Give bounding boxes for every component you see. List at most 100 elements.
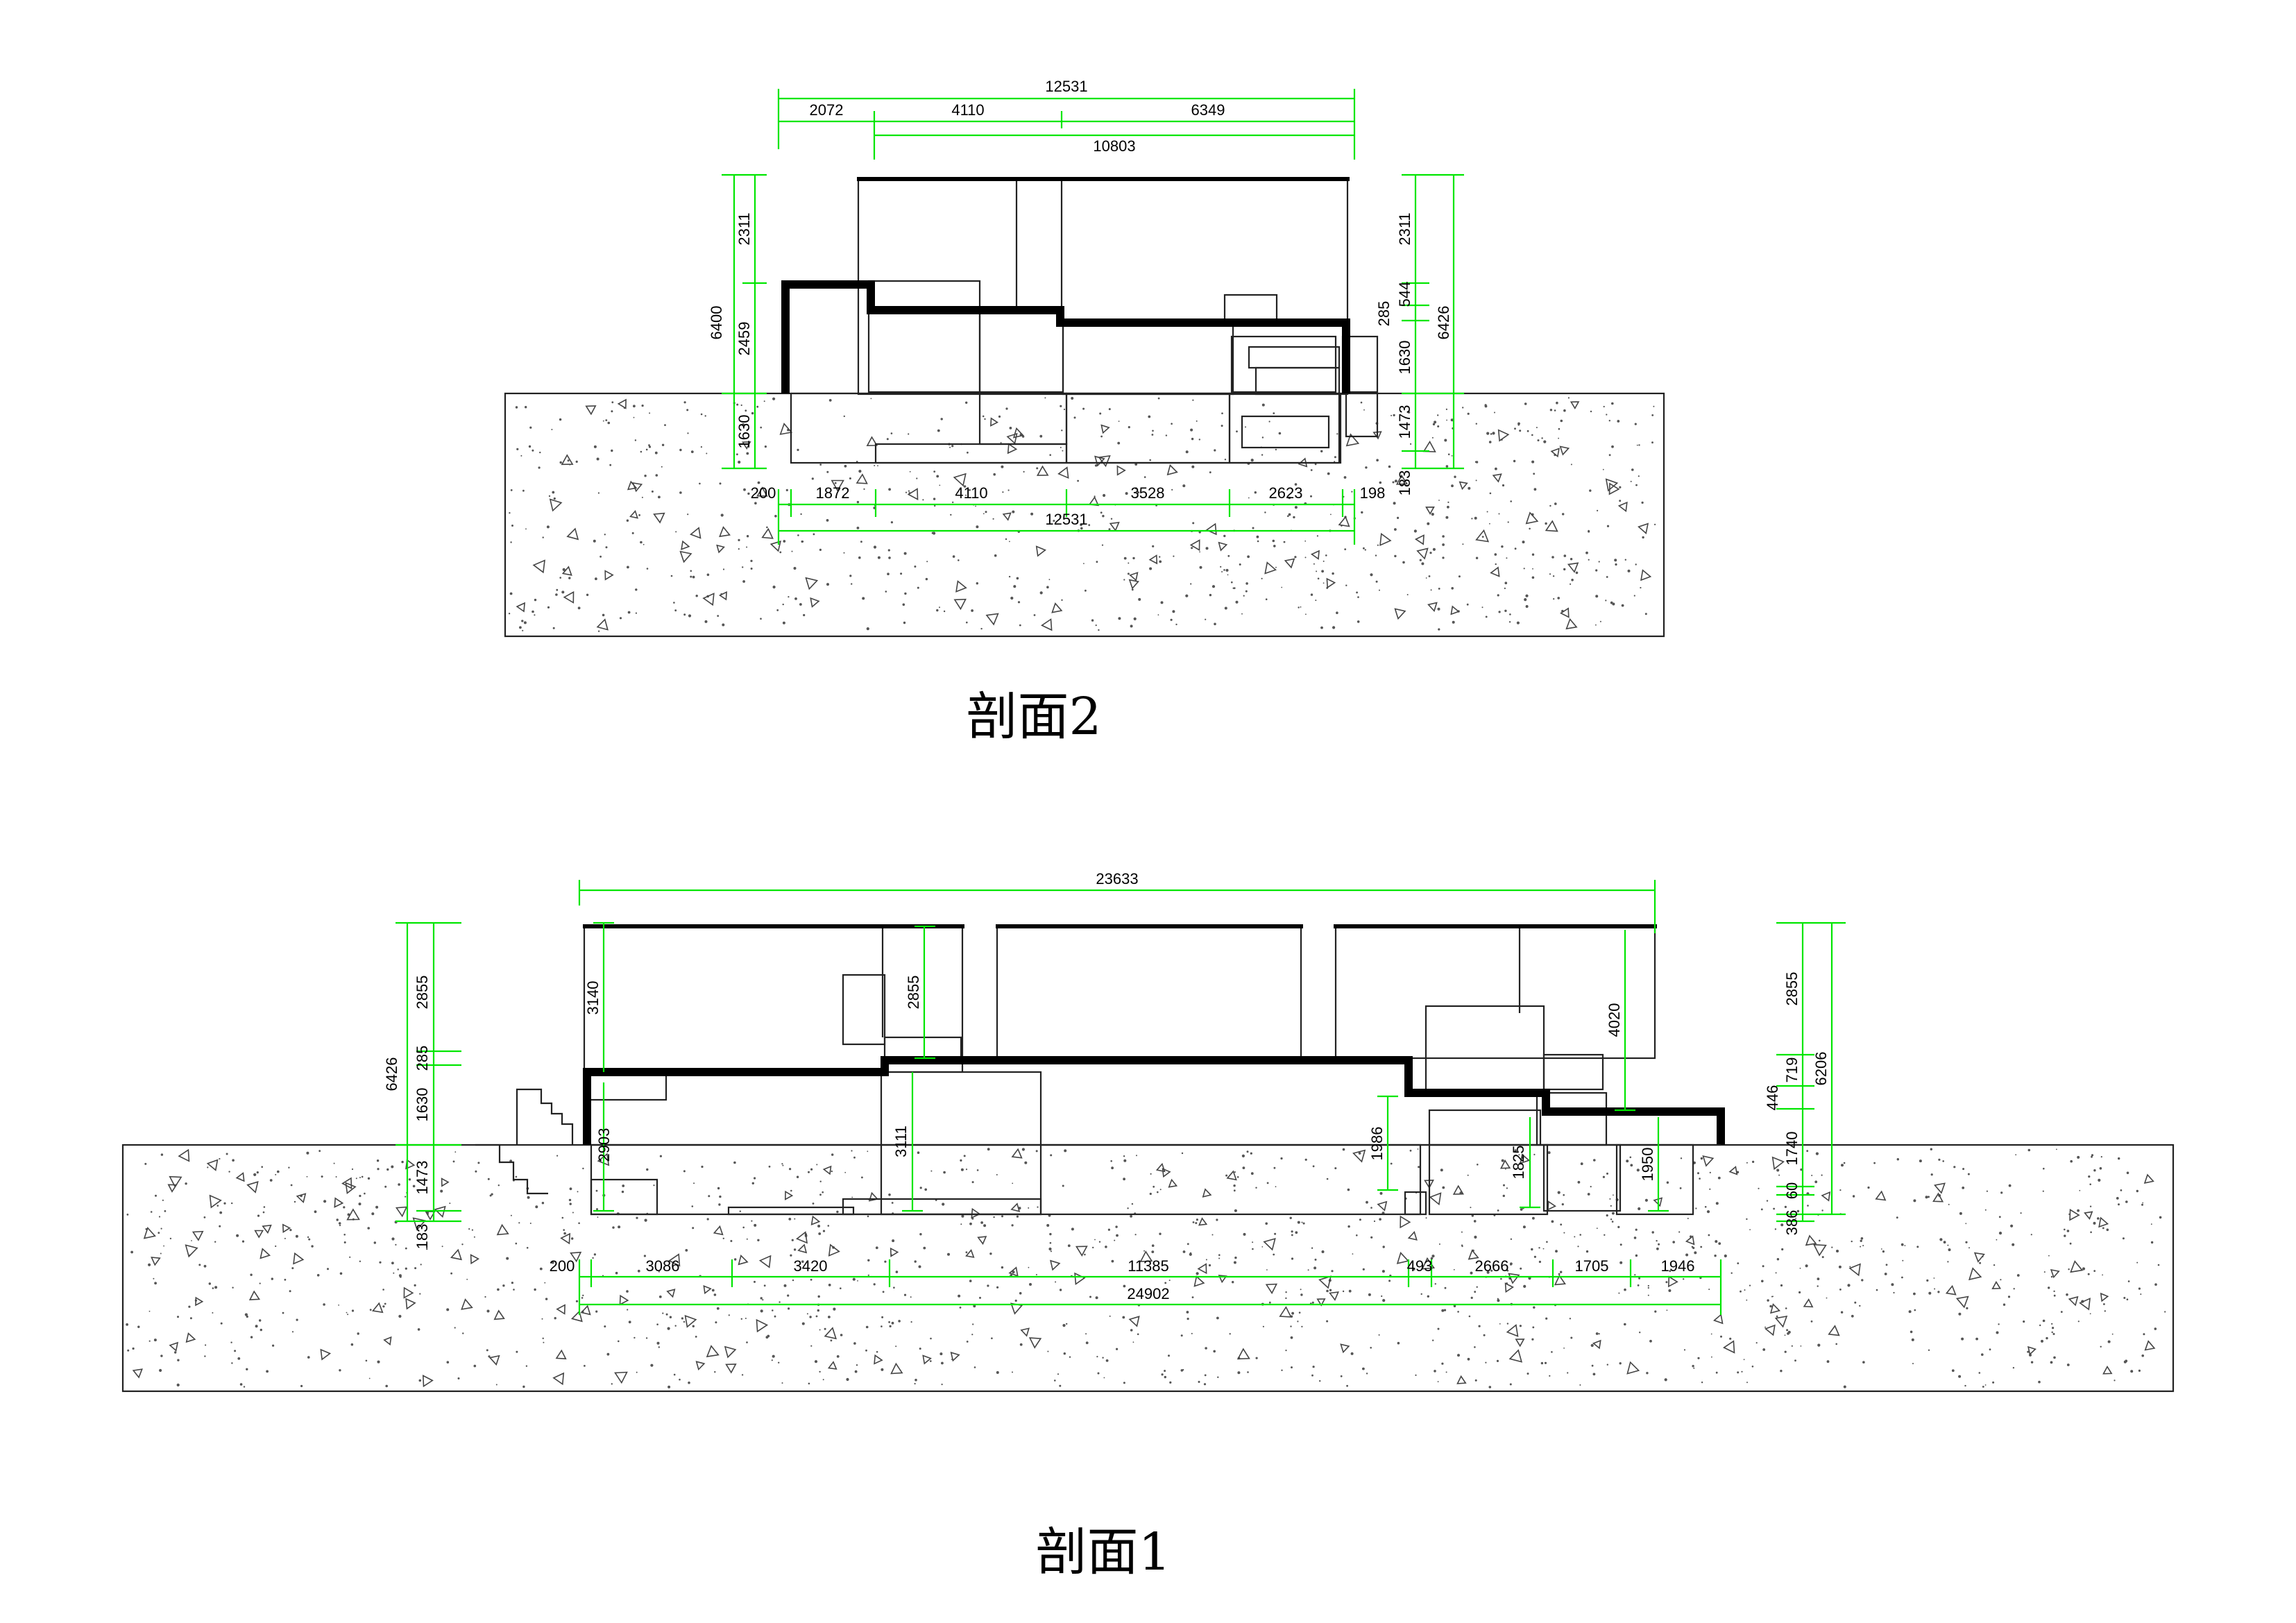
hatch-speck bbox=[1780, 1284, 1783, 1287]
hatch-speck bbox=[2103, 1303, 2105, 1305]
hatch-speck bbox=[1531, 553, 1535, 556]
hatch-speck bbox=[191, 1240, 192, 1241]
hatch-triangle bbox=[1565, 618, 1578, 630]
hatch-speck bbox=[1477, 1164, 1479, 1166]
hatch-speck bbox=[1873, 1162, 1876, 1164]
hatch-speck bbox=[1525, 594, 1529, 597]
hatch-speck bbox=[822, 1230, 826, 1232]
hatch-speck bbox=[1186, 1311, 1189, 1314]
hatch-speck bbox=[736, 453, 738, 456]
hatch-speck bbox=[1911, 1338, 1914, 1341]
hatch-speck bbox=[1370, 1347, 1372, 1349]
hatch-speck bbox=[2157, 1264, 2160, 1266]
hatch-speck bbox=[1009, 427, 1012, 430]
hatch-speck bbox=[799, 603, 802, 606]
hatch-speck bbox=[1050, 1154, 1053, 1157]
hatch-speck bbox=[607, 421, 611, 425]
hatch-speck bbox=[801, 541, 804, 543]
hatch-speck bbox=[738, 548, 740, 550]
hatch-speck bbox=[887, 572, 890, 575]
hatch-triangle bbox=[395, 1206, 408, 1218]
dim-label: 3528 bbox=[1131, 484, 1165, 502]
hatch-speck bbox=[1635, 484, 1638, 486]
hatch-speck bbox=[1700, 1157, 1703, 1160]
hatch-speck bbox=[909, 470, 911, 473]
hatch-speck bbox=[2087, 1273, 2090, 1275]
hatch-triangle bbox=[580, 1305, 591, 1316]
hatch-speck bbox=[1268, 1301, 1271, 1304]
hatch-speck bbox=[1245, 582, 1248, 585]
hatch-speck bbox=[1233, 587, 1236, 589]
hatch-speck bbox=[1218, 1257, 1221, 1259]
hatch-speck bbox=[1544, 1361, 1547, 1364]
hatch-speck bbox=[1118, 420, 1120, 422]
hatch-speck bbox=[1285, 1291, 1287, 1293]
hatch-speck bbox=[327, 1268, 329, 1271]
hatch-speck bbox=[1008, 575, 1011, 578]
hatch-triangle bbox=[450, 1248, 462, 1261]
hatch-speck bbox=[547, 606, 550, 609]
hatch-speck bbox=[1391, 414, 1393, 416]
hatch-speck bbox=[1800, 1345, 1802, 1347]
hatch-triangle bbox=[262, 1224, 272, 1234]
hatch-triangle bbox=[345, 1182, 357, 1194]
hatch-speck bbox=[241, 1240, 245, 1243]
hatch-speck bbox=[2077, 1320, 2080, 1323]
hatch-speck bbox=[1475, 423, 1477, 425]
hatch-triangle bbox=[1352, 1149, 1366, 1163]
hatch-speck bbox=[1529, 527, 1531, 530]
hatch-speck bbox=[1134, 1234, 1137, 1236]
hatch-speck bbox=[1098, 1241, 1101, 1243]
hatch-speck bbox=[1214, 622, 1216, 626]
hatch-speck bbox=[208, 1282, 211, 1285]
hatch-speck bbox=[2102, 1227, 2104, 1230]
hatch-speck bbox=[1654, 523, 1656, 526]
hatch-speck bbox=[405, 1247, 407, 1250]
hatch-speck bbox=[1760, 1208, 1763, 1211]
hatch-triangle bbox=[556, 1304, 566, 1315]
hatch-speck bbox=[148, 1310, 151, 1312]
hatch-speck bbox=[884, 1260, 887, 1263]
hatch-speck bbox=[2060, 1311, 2063, 1313]
hatch-speck bbox=[1854, 1301, 1857, 1304]
hatch-triangle bbox=[1617, 501, 1628, 512]
hatch-speck bbox=[1984, 1209, 1987, 1211]
hatch-speck bbox=[535, 1205, 538, 1209]
hatch-speck bbox=[1094, 464, 1098, 467]
hatch-triangle bbox=[1570, 401, 1580, 409]
hatch-speck bbox=[1471, 518, 1473, 520]
hatch-speck bbox=[1085, 1341, 1089, 1345]
hatch-speck bbox=[917, 1151, 920, 1154]
hatch-speck bbox=[148, 1263, 151, 1266]
hatch-speck bbox=[2053, 1356, 2056, 1359]
hatch-speck bbox=[1185, 594, 1189, 597]
hatch-speck bbox=[2102, 1274, 2104, 1276]
hatch-speck bbox=[902, 603, 905, 606]
hatch-speck bbox=[521, 620, 524, 622]
hatch-speck bbox=[810, 1278, 813, 1281]
hatch-speck bbox=[1019, 1292, 1022, 1295]
hatch-speck bbox=[1382, 1246, 1385, 1248]
hatch-triangle bbox=[666, 1289, 676, 1298]
hatch-speck bbox=[622, 1184, 625, 1187]
hatch-speck bbox=[1370, 1207, 1372, 1209]
hatch-speck bbox=[1588, 559, 1590, 561]
hatch-speck bbox=[1009, 541, 1010, 543]
hatch-speck bbox=[1708, 1234, 1710, 1237]
hatch-speck bbox=[1637, 1284, 1640, 1286]
hatch-speck bbox=[1599, 620, 1601, 622]
hatch-triangle bbox=[1973, 1252, 1985, 1263]
hatch-speck bbox=[939, 484, 941, 486]
hatch-speck bbox=[1904, 1245, 1906, 1246]
hatch-speck bbox=[1473, 1220, 1477, 1223]
hatch-speck bbox=[969, 1222, 972, 1225]
hatch-speck bbox=[1325, 554, 1327, 556]
dim-label: 200 bbox=[751, 484, 776, 502]
hatch-speck bbox=[1814, 1180, 1818, 1184]
hatch-speck bbox=[1451, 455, 1453, 457]
hatch-speck bbox=[1611, 445, 1614, 448]
hatch-speck bbox=[382, 1305, 385, 1308]
hatch-triangle bbox=[2084, 1211, 2093, 1220]
hatch-speck bbox=[1741, 1370, 1743, 1373]
hatch-triangle bbox=[702, 593, 715, 606]
